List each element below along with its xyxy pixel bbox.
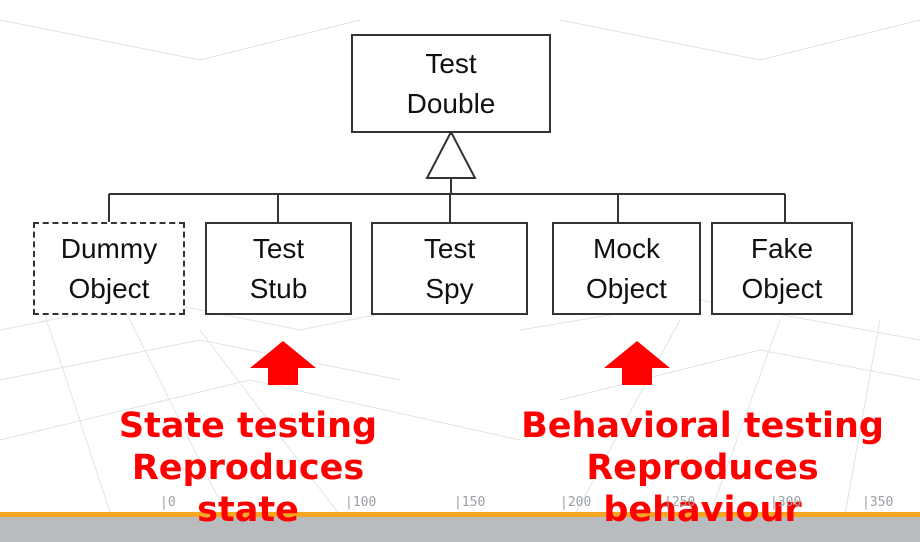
test-stub-box: Test Stub [205,222,352,315]
test-double-line2: Double [406,87,496,119]
ruler-tick: |300 [770,495,802,510]
bottom-orange-line [0,512,920,517]
test-spy-box: Test Spy [371,222,528,315]
ruler-tick: |0 [160,495,176,510]
behavioral-testing-caption: Behavioral testing Reproduces behaviour [495,405,910,531]
test-double-box: Test Double [351,34,551,133]
behavioral-testing-line3: behaviour [603,490,802,530]
dummy-object-line1: Dummy [60,232,158,264]
arrow-up-behavior [604,341,670,385]
test-double-line1: Test [425,47,477,79]
ruler-tick: |150 [454,495,486,510]
dummy-object-line2: Object [68,272,150,304]
state-testing-line3: state [197,490,299,530]
mock-object-line1: Mock [593,232,660,264]
fake-object-line1: Fake [750,232,814,264]
fake-object-box: Fake Object [711,222,853,315]
ruler-tick: |200 [560,495,592,510]
test-stub-line1: Test [252,232,305,264]
bottom-gray-bar [0,517,920,542]
test-spy-line1: Test [423,232,476,264]
state-testing-title: State testing [118,406,378,446]
ruler-tick: |100 [345,495,377,510]
test-spy-line2: Spy [425,272,474,304]
arrow-up-state [250,341,316,385]
behavioral-testing-title: Behavioral testing [521,406,884,446]
state-testing-line2: Reproduces [131,448,365,488]
behavioral-testing-line2: Reproduces [586,448,819,488]
mock-object-box: Mock Object [552,222,701,315]
inheritance-triangle [425,129,477,179]
dummy-object-box: Dummy Object [33,222,185,315]
test-stub-line2: Stub [249,272,308,304]
state-testing-caption: State testing Reproduces state [98,405,398,531]
ruler-tick: |250 [664,495,696,510]
fake-object-line2: Object [741,272,823,304]
mock-object-line2: Object [586,272,667,304]
ruler-tick: |350 [862,495,894,510]
